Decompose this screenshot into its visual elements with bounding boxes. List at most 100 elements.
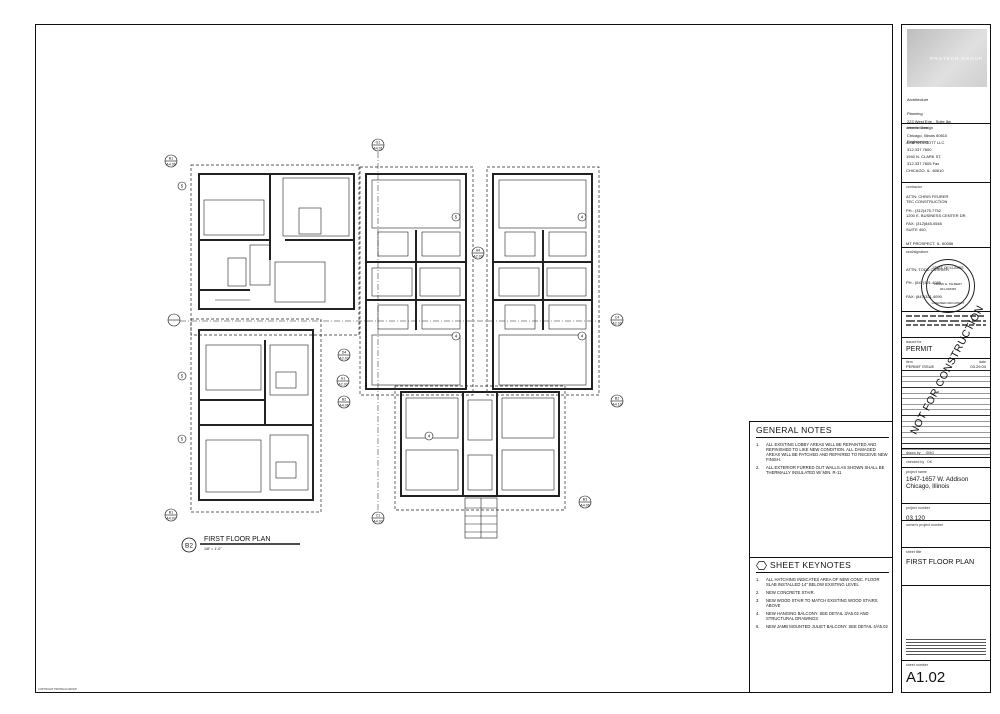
callout-sheet: A2.02	[338, 383, 347, 387]
walls-right	[492, 173, 593, 390]
keynotes-title: SHEET KEYNOTES	[770, 560, 852, 570]
plan-title-block: B2 FIRST FLOOR PLAN 1/8" = 1'-0"	[181, 536, 300, 553]
issue-blank-rows	[902, 370, 990, 457]
callout-sheet: A4.06	[166, 163, 175, 167]
grid-markers: 5 5 5 5 4 4 4 4	[177, 181, 587, 444]
service-line: Interior Design	[907, 124, 934, 130]
callout-b1-bottom	[164, 508, 178, 522]
walls-bottom	[400, 391, 560, 497]
section-lines	[180, 152, 600, 515]
callout-tag: B1	[169, 511, 173, 515]
plan-scale: 1/8" = 1'-0"	[204, 547, 222, 551]
sheet-number: A1.02	[906, 669, 946, 686]
seal-number: 001-018435	[939, 287, 956, 291]
rooms-upper-left	[203, 177, 350, 303]
address-line: 223 West Erie - Suite 8w	[907, 119, 951, 125]
issue-item: PERMIT ISSUE	[906, 364, 935, 369]
general-note-item: 2. ALL EXTERIOR FURRED OUT WALLS AS SHOW…	[756, 465, 889, 475]
checked-by-label: checked by	[906, 460, 925, 464]
note-number: 1.	[756, 442, 760, 447]
walls-middle	[365, 173, 467, 390]
issue-table-header: item date	[902, 359, 990, 365]
callout-b1-top	[164, 154, 178, 168]
seal-label: seal/signature	[906, 250, 929, 254]
callout-tag: D4	[342, 351, 347, 355]
drawn-by-value: GMG	[925, 451, 935, 455]
callout-tag: G1	[376, 141, 381, 145]
item-column-label: item	[906, 360, 913, 364]
owner-line: PH.: (312)475.7752	[906, 207, 941, 213]
callout-a1	[336, 374, 350, 388]
callout-tag: B1	[169, 157, 173, 161]
general-notes: GENERAL NOTES 1. ALL EXISTING LOBBY AREA…	[756, 425, 889, 478]
drawing-frame	[35, 24, 893, 693]
drawn-by-label: drawn by	[906, 451, 921, 455]
note-text: ALL EXTERIOR FURRED OUT WALLS AS SHOWN S…	[766, 465, 885, 475]
callout-sheet: A4.10	[612, 403, 621, 407]
owner-label: owner's name	[906, 126, 929, 130]
address-line: 312.337.7605 Fax	[907, 160, 940, 166]
callout-d4-left	[167, 313, 181, 327]
keynote-item: 5.NEW JAMB MOUNTED JULIET BALCONY. SEE D…	[756, 624, 889, 629]
note-number: 1.	[756, 577, 760, 582]
floor-plan: B1 A4.06 G1 A4.01 A4 A2.02 D4 A2.02 C4 A…	[38, 138, 624, 691]
sheet-title-label: sheet title	[906, 550, 922, 554]
grid-marker: 4	[581, 334, 584, 339]
service-line: Engineering	[907, 138, 929, 144]
seal-inner-ring	[926, 264, 970, 308]
keynote-item: 1.ALL HATCHING INDICATES AREA OF NEW CON…	[756, 577, 889, 587]
owner-project-number-section: owner's project number	[902, 520, 990, 529]
owner-line: 1940 N. CLARK ST.	[906, 153, 942, 159]
title-rule	[756, 572, 889, 573]
title-block: PROTECH GROUP Architecture Planning Inte…	[901, 24, 991, 693]
sheet-number-section: sheet number A1.02	[902, 660, 990, 686]
callout-tag: A1	[341, 377, 345, 381]
callout-tag: C4	[615, 316, 620, 320]
callout-tag: A4	[476, 249, 480, 253]
grid-marker: 4	[455, 334, 458, 339]
rooms-middle	[371, 179, 461, 386]
owner-section: owner's name 4200 WOLCOTT LLC 1940 N. CL…	[902, 123, 990, 236]
grid-marker: 4	[581, 215, 584, 220]
issue-row: PERMIT ISSUE 03.29.04	[902, 364, 990, 371]
date-column-label: date	[979, 360, 986, 364]
title-rule	[756, 437, 889, 438]
front-stair	[464, 497, 498, 539]
grid-marker: 5	[181, 374, 184, 379]
general-note-item: 1. ALL EXISTING LOBBY AREAS WILL BE REPA…	[756, 442, 889, 462]
walls-upper-left	[198, 173, 355, 310]
walls-lower-left	[198, 329, 314, 501]
sheet-keynotes: SHEET KEYNOTES 1.ALL HATCHING INDICATES …	[756, 560, 889, 632]
rooms-lower-left	[205, 344, 309, 493]
owner-line: 4200 WOLCOTT LLC	[906, 140, 945, 146]
callout-c1	[371, 511, 385, 525]
issued-label: issued for	[906, 340, 922, 344]
project-number: 03.120	[906, 515, 925, 522]
seal-name: FRANK E. TALBERT	[934, 282, 962, 286]
note-number: 5.	[756, 624, 760, 629]
note-text: NEW HANGING BALCONY. SEE DETAIL 3/A5.02 …	[766, 611, 869, 621]
seal-bottom-text: LICENSED ARCHITECT	[931, 301, 965, 305]
logo-text: PROTECH GROUP	[930, 56, 983, 61]
issued-value: PERMIT	[906, 346, 933, 353]
contractor-label: contractor	[906, 185, 922, 189]
project-name-line: Chicago, Illinois	[906, 483, 950, 490]
callout-sheet: A4.03	[373, 520, 382, 524]
plan-tag: B2	[185, 543, 193, 550]
owner-line: CHICAGO, IL. 60610	[906, 167, 944, 173]
callout-sheet: A4.06	[580, 504, 589, 508]
contractor-line: MT PROSPECT, IL. 60056	[906, 240, 954, 246]
callout-sheet: A2.02	[473, 255, 482, 259]
grid-marker: 5	[181, 437, 184, 442]
project-name: 1647-1657 W. Addison Chicago, Illinois	[902, 476, 990, 490]
drawn-by-row: drawn by GMG	[902, 448, 990, 457]
address-line: 312.337.7600	[907, 146, 932, 152]
grid-marker: 4	[428, 434, 431, 439]
callout-c4	[610, 313, 624, 327]
callout-g1	[371, 138, 385, 152]
hexagon-icon	[756, 560, 767, 570]
sheet-number-label: sheet number	[906, 663, 928, 667]
note-number: 3.	[756, 598, 760, 603]
keynote-item: 4.NEW HANGING BALCONY. SEE DETAIL 3/A5.0…	[756, 611, 889, 621]
notes-panel: GENERAL NOTES 1. ALL EXISTING LOBBY AREA…	[749, 421, 893, 693]
